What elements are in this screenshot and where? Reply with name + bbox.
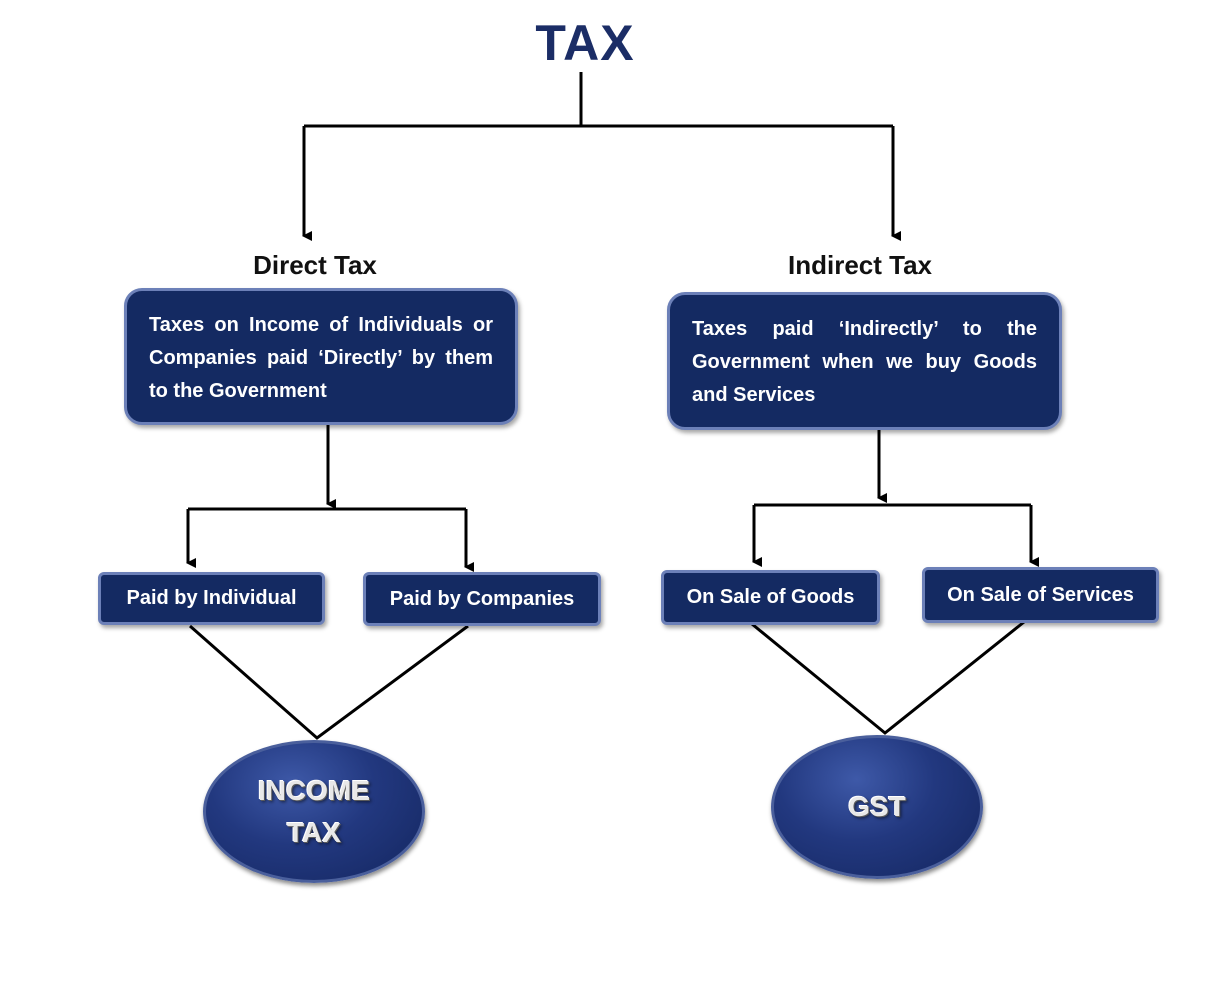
paid-by-companies-box: Paid by Companies [363, 572, 601, 626]
merge-to-gst [751, 620, 1025, 735]
indirect-tax-description-box: Taxes paid ‘Indirectly’ to the Governmen… [667, 292, 1062, 430]
on-sale-of-services-box: On Sale of Services [922, 567, 1159, 623]
direct-tax-heading: Direct Tax [253, 250, 377, 280]
indirect-tax-description: Taxes paid ‘Indirectly’ to the Governmen… [692, 318, 1037, 406]
direct-tax-description: Taxes on Income of Individuals or Compan… [149, 314, 493, 402]
income-tax-ellipse: INCOME TAX [203, 740, 425, 883]
merge-to-income-tax [189, 624, 469, 740]
diagram-title: TAX [535, 15, 635, 71]
gst-ellipse: GST [771, 735, 983, 879]
indirect-tax-heading: Indirect Tax [787, 250, 932, 280]
paid-by-individual-box: Paid by Individual [98, 572, 325, 625]
on-sale-of-goods-box: On Sale of Goods [661, 570, 880, 625]
income-tax-label: INCOME TAX [258, 774, 370, 848]
gst-label: GST [848, 791, 906, 822]
direct-tax-description-box: Taxes on Income of Individuals or Compan… [124, 288, 518, 425]
